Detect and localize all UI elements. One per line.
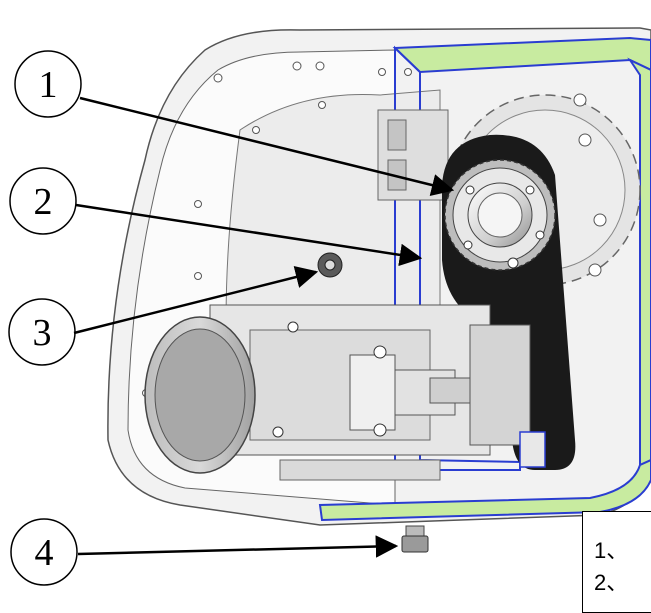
drain-plug (401, 525, 429, 553)
callout-4: 4 (10, 518, 78, 586)
callout-2-label: 2 (34, 181, 53, 223)
callout-3: 3 (8, 298, 76, 366)
callout-4-label: 4 (35, 532, 54, 574)
legend-line-1: 1、 (594, 538, 629, 563)
callout-1-label: 1 (39, 64, 58, 106)
legend-line-2: 2、 (594, 570, 629, 595)
leader-4 (77, 535, 399, 558)
leader-1 (79, 96, 455, 197)
callout-3-label: 3 (33, 312, 52, 354)
callout-1: 1 (14, 50, 82, 118)
leader-lines (73, 96, 455, 558)
drive-pulley (444, 159, 556, 271)
motor-assembly (144, 304, 546, 481)
gearbox-diagram: 1 2 3 4 (8, 27, 651, 586)
seal-gasket (318, 36, 651, 522)
tension-screw (317, 252, 343, 278)
leader-3 (73, 266, 319, 335)
leader-2 (75, 203, 423, 267)
callout-2: 2 (9, 167, 77, 235)
